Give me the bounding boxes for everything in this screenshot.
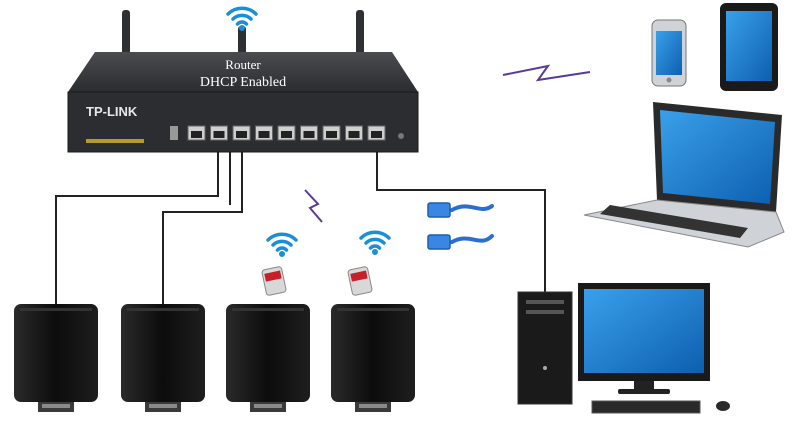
- ethernet-port: [300, 125, 318, 141]
- router-antenna-left: [122, 10, 130, 58]
- ethernet-cable-icon: [427, 202, 494, 250]
- router: TP-LINK Router DHCP Enabled: [67, 6, 419, 153]
- bolt-cameras: [304, 189, 323, 223]
- router-usb-port: [170, 126, 178, 140]
- ethernet-port: [322, 125, 341, 141]
- ethernet-port: [232, 125, 251, 141]
- camera-icon: [331, 304, 415, 412]
- router-title: Router: [225, 57, 261, 72]
- laptop-icon: [583, 102, 785, 248]
- usb-wifi-adapter-icon: [347, 266, 373, 296]
- router-subtitle: DHCP Enabled: [200, 75, 286, 90]
- ethernet-port: [255, 125, 273, 141]
- wifi-icon: [359, 230, 391, 257]
- camera-icon: [14, 304, 98, 412]
- cable-camera-1: [55, 150, 219, 305]
- ethernet-port: [187, 125, 206, 141]
- tablet-icon: [720, 3, 778, 91]
- router-top-panel: [68, 52, 418, 92]
- cable-lines: [55, 150, 546, 305]
- lightning-bolt-icon: [304, 64, 591, 223]
- router-ports: [187, 125, 386, 141]
- ethernet-port: [345, 125, 363, 141]
- ethernet-port: [277, 125, 296, 141]
- bolt-mobile: [502, 64, 591, 82]
- cable-desktop: [376, 150, 546, 292]
- camera-icon: [121, 304, 205, 412]
- router-antenna-right: [356, 10, 364, 58]
- cable-camera-2: [162, 150, 243, 305]
- desktop-computer-icon: [517, 283, 730, 414]
- camera-icon: [226, 304, 310, 412]
- ethernet-port: [367, 125, 386, 141]
- desktop-tower: [517, 291, 573, 405]
- wifi-icon: [266, 232, 298, 259]
- usb-wifi-adapter-right: [347, 230, 391, 296]
- router-wifi-icon: [226, 6, 258, 33]
- ethernet-port: [210, 125, 228, 141]
- router-reset-button: [398, 133, 404, 139]
- router-brand: TP-LINK: [86, 104, 138, 119]
- desktop-keyboard: [591, 400, 701, 414]
- smartphone-icon: [651, 19, 687, 87]
- usb-wifi-adapter-icon: [261, 266, 287, 296]
- desktop-mouse: [716, 401, 730, 411]
- camera-group: [14, 304, 415, 412]
- router-model-strip: [86, 139, 144, 143]
- usb-wifi-adapter-left: [261, 232, 298, 296]
